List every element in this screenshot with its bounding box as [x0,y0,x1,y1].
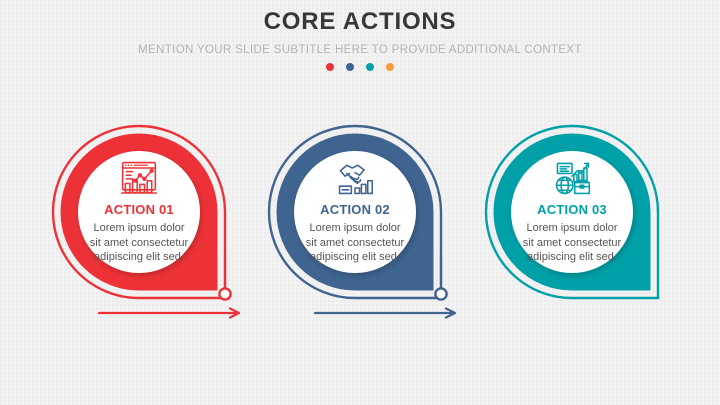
card-body-line: Lorem ipsum dolor [93,222,185,234]
pin-inner-disc [511,151,633,273]
connector-node [434,287,448,301]
connector-action-02 [313,254,457,319]
card-body-line: Lorem ipsum dolor [526,222,618,234]
page-subtitle: MENTION YOUR SLIDE SUBTITLE HERE TO PROV… [138,44,582,56]
globe-briefcase-chart-icon [550,158,594,203]
connector-arrow [313,307,457,319]
dot-teal [366,63,374,71]
header-dot-row [0,63,720,71]
slide-header: CORE ACTIONS MENTION YOUR SLIDE SUBTITLE… [0,0,720,71]
card-body-line: sit amet consectetur [305,236,405,249]
pin-outer-outline [484,124,660,300]
connector-node [218,287,232,301]
card-body-action-03: Lorem ipsum dolor sit amet consectetur adi… [487,221,657,265]
card-body-action-01: Lorem ipsum dolor sit amet consectetur adi… [54,221,224,265]
card-title-action-01: ACTION 01 [104,202,174,217]
pin-inner-disc [78,151,200,273]
pin-inner-disc [294,151,416,273]
pin-outer-outline [267,124,443,300]
connector-action-01 [97,254,241,319]
page-title: CORE ACTIONS [263,8,457,35]
dot-blue [346,63,354,71]
card-text-action-03: ACTION 03 Lorem ipsum dolor sit amet conse… [487,202,657,265]
card-body-line: Lorem ipsum dolor [309,222,401,234]
card-body-line: adipiscing elit sed. [310,251,400,264]
card-body-line: adipiscing elit sed. [527,251,617,264]
dashboard-chart-icon [117,158,161,203]
dot-orange [386,63,394,71]
card-body-line: adipiscing elit sed. [94,251,184,264]
pin-outer-outline [51,124,227,300]
card-title-action-02: ACTION 02 [320,202,390,217]
card-text-action-02: ACTION 02 Lorem ipsum dolor sit amet conse… [270,202,440,265]
card-text-action-01: ACTION 01 Lorem ipsum dolor sit amet conse… [54,202,224,265]
connector-arrow [97,307,241,319]
handshake-bars-icon [333,158,377,203]
card-title-action-03: ACTION 03 [537,202,607,217]
dot-red [326,63,334,71]
card-body-line: sit amet consectetur [522,236,622,249]
card-body-line: sit amet consectetur [89,236,189,249]
card-body-action-02: Lorem ipsum dolor sit amet consectetur adi… [270,221,440,265]
